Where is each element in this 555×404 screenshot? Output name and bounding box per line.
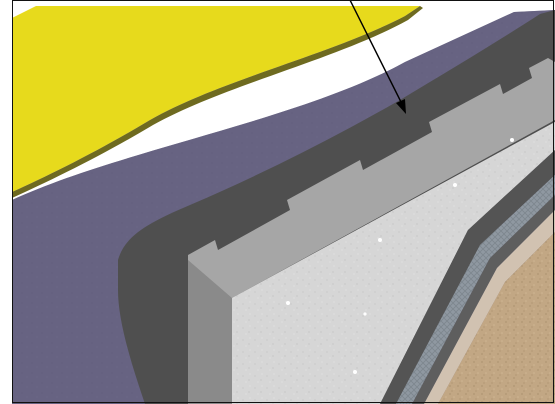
anchor-dot	[510, 138, 514, 142]
anchor-dot	[378, 238, 382, 242]
anchor-dot	[453, 183, 457, 187]
anchor-dot	[353, 370, 357, 374]
anchor-dot	[286, 301, 290, 305]
anchor-dot	[363, 312, 366, 315]
